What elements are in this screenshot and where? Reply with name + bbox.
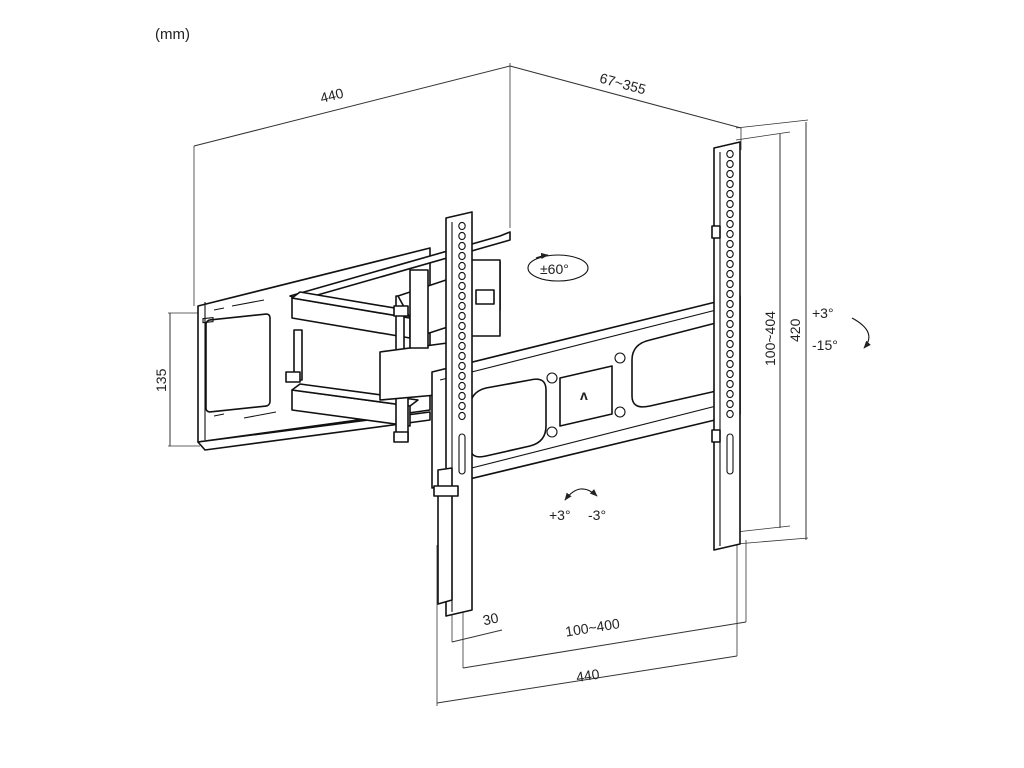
mounting-hole xyxy=(726,389,734,399)
mounting-hole xyxy=(726,209,734,219)
wall-plate-window xyxy=(205,313,271,413)
mounting-hole xyxy=(458,321,466,331)
mounting-hole xyxy=(458,371,466,381)
mounting-hole xyxy=(726,399,734,409)
tilt-down-label: -15° xyxy=(812,337,838,353)
mounting-hole xyxy=(458,351,466,361)
right-vertical-rail xyxy=(711,141,741,551)
dim-rail-height: 420 xyxy=(787,318,803,342)
mounting-hole xyxy=(726,259,734,269)
mounting-hole xyxy=(726,229,734,239)
dim-wall-plate-width: 440 xyxy=(318,85,345,106)
mounting-hole xyxy=(726,169,734,179)
mounting-hole xyxy=(726,239,734,249)
mounting-hole xyxy=(726,329,734,339)
mounting-hole xyxy=(458,281,466,291)
mounting-hole xyxy=(726,349,734,359)
mounting-hole xyxy=(726,309,734,319)
mounting-hole xyxy=(726,189,734,199)
mounting-hole xyxy=(726,159,734,169)
level-minus-label: -3° xyxy=(588,507,606,523)
mounting-hole xyxy=(726,339,734,349)
dim-vesa-vertical: 100~404 xyxy=(762,311,778,366)
mounting-hole xyxy=(458,291,466,301)
mounting-hole xyxy=(726,299,734,309)
dim-vesa-horizontal: 100~400 xyxy=(564,615,621,639)
dim-offset: 30 xyxy=(481,609,500,628)
mounting-hole xyxy=(458,221,466,231)
mounting-hole xyxy=(458,411,466,421)
tilt-up-label: +3° xyxy=(812,305,834,321)
mounting-hole xyxy=(726,179,734,189)
horizontal-rail: ʌ xyxy=(431,295,741,489)
mounting-hole xyxy=(726,319,734,329)
left-rail-holes xyxy=(458,221,466,475)
level-indicator xyxy=(564,488,598,501)
dim-extension: 67~355 xyxy=(598,70,648,98)
mounting-hole xyxy=(726,149,734,159)
mounting-hole xyxy=(458,271,466,281)
unit-label: (mm) xyxy=(155,26,190,43)
mounting-hole xyxy=(726,269,734,279)
right-rail-holes xyxy=(726,149,734,475)
mounting-hole xyxy=(458,231,466,241)
mounting-hole xyxy=(458,241,466,251)
mounting-hole xyxy=(726,249,734,259)
mounting-slot xyxy=(458,433,466,475)
mounting-hole xyxy=(458,341,466,351)
swivel-label: ±60° xyxy=(540,261,569,277)
dim-wall-plate-height: 135 xyxy=(153,368,169,392)
mounting-hole xyxy=(458,261,466,271)
logo-plate xyxy=(559,365,613,427)
mounting-hole xyxy=(458,381,466,391)
mounting-hole xyxy=(726,219,734,229)
logo-icon: ʌ xyxy=(580,387,588,403)
tilt-indicator xyxy=(851,317,871,349)
level-plus-label: +3° xyxy=(549,507,571,523)
mounting-hole xyxy=(458,391,466,401)
dim-rail-width: 440 xyxy=(575,666,601,685)
swivel-indicator xyxy=(527,252,589,282)
mounting-hole xyxy=(726,279,734,289)
mounting-hole xyxy=(458,331,466,341)
mounting-hole xyxy=(458,311,466,321)
mounting-hole xyxy=(726,359,734,369)
mounting-hole xyxy=(458,301,466,311)
mounting-hole xyxy=(726,199,734,209)
mounting-hole xyxy=(726,409,734,419)
mounting-hole xyxy=(458,251,466,261)
mounting-slot xyxy=(726,433,734,475)
mounting-hole xyxy=(458,361,466,371)
mounting-hole xyxy=(458,401,466,411)
mounting-hole xyxy=(726,289,734,299)
mounting-hole xyxy=(726,369,734,379)
dimension-lines xyxy=(168,63,809,706)
mounting-hole xyxy=(726,379,734,389)
